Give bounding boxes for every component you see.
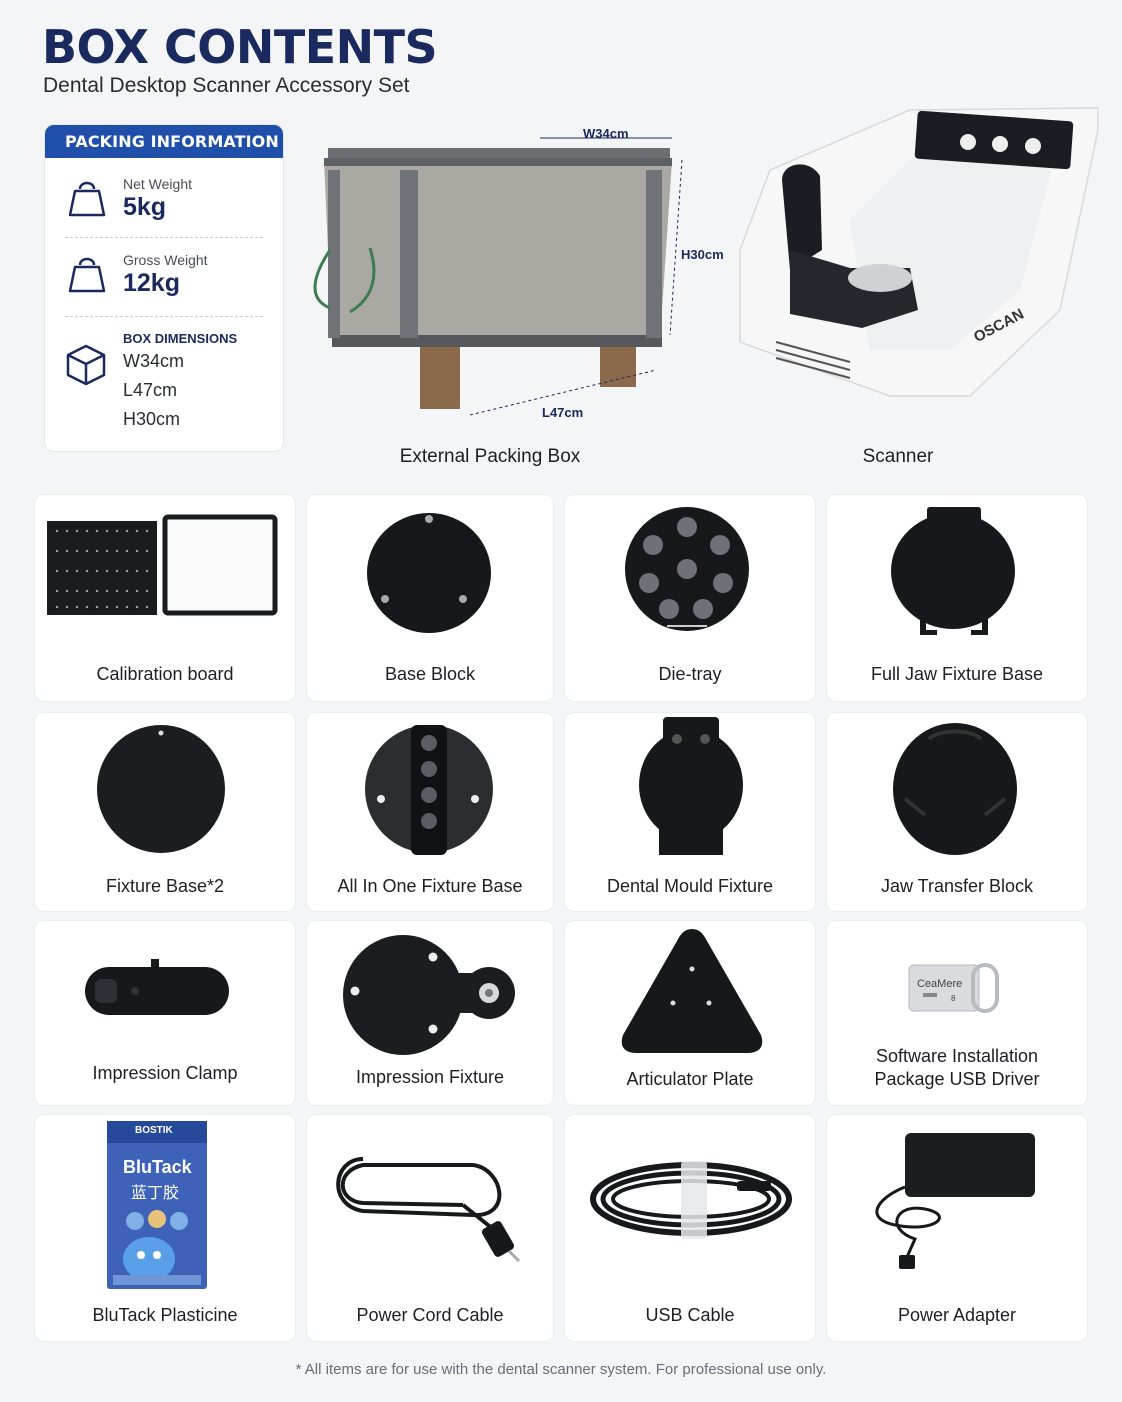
footnote: * All items are for use with the dental …	[295, 1361, 827, 1378]
scanner-image	[739, 107, 1099, 397]
blutack-package-image	[107, 1121, 207, 1289]
calibration-board-image	[47, 514, 278, 616]
item-card-fixture-base: Fixture Base*2	[34, 712, 296, 912]
usb-cable-image	[590, 1161, 792, 1239]
dental-mould-fixture-image	[639, 717, 743, 855]
item-label: Power Adapter	[897, 1305, 1017, 1325]
item-card-power-cord-cable: Power Cord Cable	[306, 1114, 554, 1342]
item-card-power-adapter: Power Adapter	[826, 1114, 1088, 1342]
blutack-name-text: BluTack	[123, 1157, 192, 1177]
box-dimension-length: L47cm	[123, 380, 178, 400]
packing-divider	[65, 237, 263, 238]
item-label: Power Cord Cable	[356, 1305, 504, 1325]
item-label: Software Installation Package USB Driver	[827, 1045, 1087, 1091]
box-height-dimension: H30cm	[681, 247, 724, 262]
blutack-chinese-text: 蓝丁胶	[131, 1185, 180, 1202]
base-block-image	[367, 513, 491, 633]
page-title: BOX CONTENTS	[42, 20, 438, 74]
item-label: Impression Clamp	[92, 1063, 238, 1083]
weight-bag-icon	[68, 181, 106, 217]
item-label: Impression Fixture	[355, 1067, 505, 1087]
item-label: Articulator Plate	[626, 1069, 754, 1089]
usb-capacity-label: 8	[951, 994, 956, 1003]
item-label: Full Jaw Fixture Base	[870, 664, 1044, 684]
jaw-transfer-block-image	[893, 723, 1017, 855]
page-subtitle: Dental Desktop Scanner Accessory Set	[43, 74, 410, 97]
item-label: Dental Mould Fixture	[606, 876, 774, 896]
item-card-usb-cable: USB Cable	[564, 1114, 816, 1342]
power-adapter-image	[875, 1133, 1035, 1269]
packing-info-heading: PACKING INFORMATION	[45, 125, 283, 158]
item-card-dental-mould-fixture: Dental Mould Fixture	[564, 712, 816, 912]
item-label: Die-tray	[658, 664, 722, 684]
item-card-die-tray: Die-tray	[564, 494, 816, 702]
item-label: All In One Fixture Base	[337, 876, 523, 896]
item-card-impression-clamp: Impression Clamp	[34, 920, 296, 1106]
packing-box-image	[313, 137, 683, 416]
item-label: Fixture Base*2	[105, 876, 225, 896]
fixture-base-image	[97, 725, 225, 853]
item-card-jaw-transfer-block: Jaw Transfer Block	[826, 712, 1088, 912]
die-tray-image	[625, 507, 749, 631]
item-card-calibration-board: Calibration board	[34, 494, 296, 702]
box-length-dimension: L47cm	[542, 405, 584, 420]
item-card-blutack-plasticine: BOSTIK BluTack 蓝丁胶 BluTack Plasticine	[34, 1114, 296, 1342]
item-card-full-jaw-fixture-base: Full Jaw Fixture Base	[826, 494, 1088, 702]
scanner-caption: Scanner	[862, 446, 934, 467]
item-label: Calibration board	[96, 664, 234, 684]
impression-fixture-image	[343, 935, 515, 1055]
box-dimension-height: H30cm	[123, 409, 181, 429]
weight-bag-icon	[68, 257, 106, 293]
box-dimension-width: W34cm	[123, 351, 185, 371]
net-weight-label: Net Weight	[123, 176, 192, 192]
all-in-one-fixture-base-image	[365, 725, 493, 855]
packing-info-card: PACKING INFORMATION Net Weight 5kg Gross…	[44, 124, 284, 452]
packing-box-caption: External Packing Box	[399, 446, 581, 467]
usb-driver-image	[908, 963, 999, 1013]
item-label-line: Software Installation	[875, 1046, 1039, 1066]
box-dimensions-icon	[66, 344, 106, 386]
item-label: USB Cable	[645, 1305, 735, 1325]
item-card-usb-driver: CeaMere 8 Software Installation Package …	[826, 920, 1088, 1106]
item-card-all-in-one-fixture-base: All In One Fixture Base	[306, 712, 554, 912]
item-label: BluTack Plasticine	[92, 1305, 238, 1325]
gross-weight-label: Gross Weight	[123, 252, 208, 268]
power-cord-image	[336, 1157, 521, 1263]
item-label: Base Block	[384, 664, 476, 684]
articulator-plate-image	[621, 929, 763, 1053]
blutack-brand-text: BOSTIK	[135, 1125, 173, 1136]
box-width-dimension: W34cm	[583, 126, 629, 141]
item-card-articulator-plate: Articulator Plate	[564, 920, 816, 1106]
usb-brand-label: CeaMere	[917, 978, 963, 990]
box-dimensions-label: BOX DIMENSIONS	[123, 331, 238, 346]
gross-weight-value: 12kg	[123, 269, 180, 297]
full-jaw-fixture-base-image	[891, 507, 1015, 635]
item-label: Jaw Transfer Block	[880, 876, 1034, 896]
packing-divider	[65, 316, 263, 317]
item-card-impression-fixture: Impression Fixture	[306, 920, 554, 1106]
net-weight-value: 5kg	[123, 193, 167, 221]
item-card-base-block: Base Block	[306, 494, 554, 702]
impression-clamp-image	[85, 959, 229, 1015]
item-label-line: Package USB Driver	[874, 1069, 1040, 1089]
